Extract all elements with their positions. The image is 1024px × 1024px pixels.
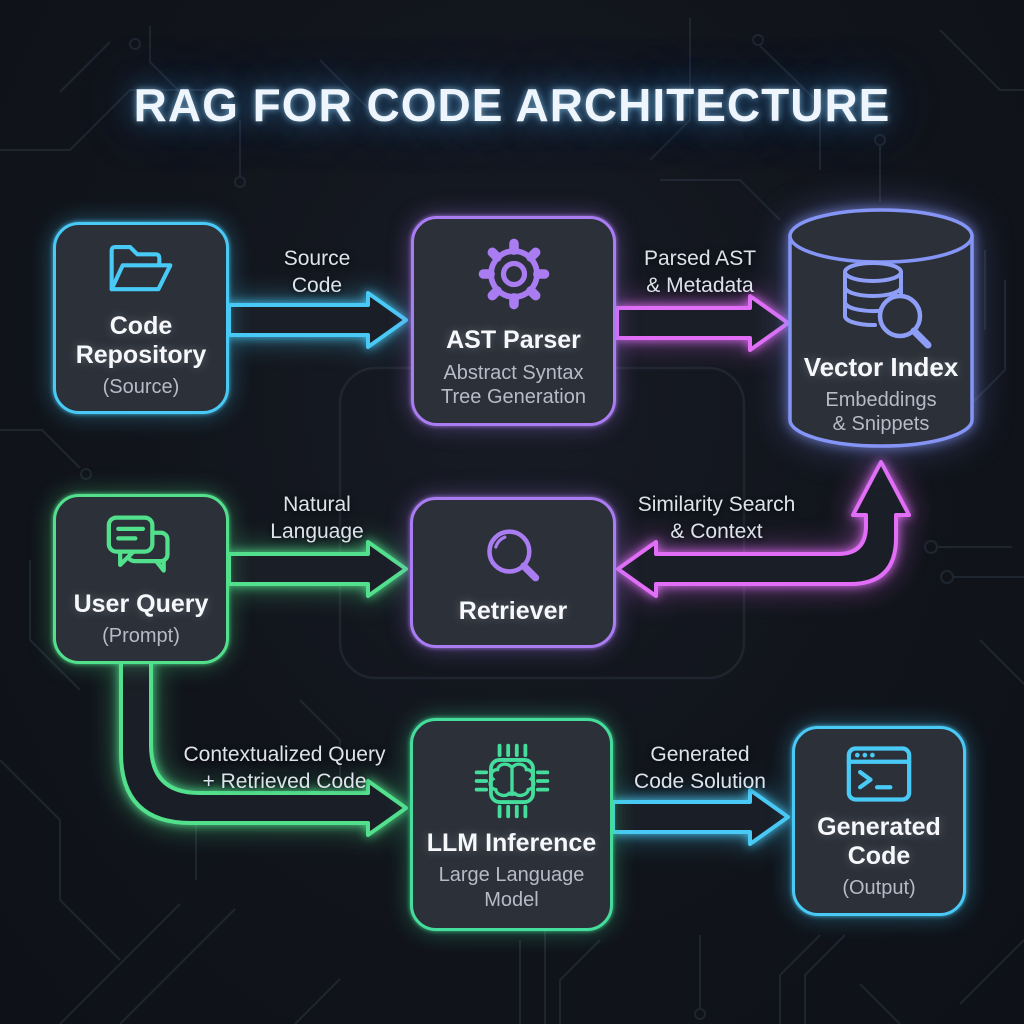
page-title: RAG FOR CODE ARCHITECTURE xyxy=(133,79,891,131)
edge-label-source-code: Source Code xyxy=(283,247,351,297)
cylinder-shape xyxy=(788,208,974,448)
node-subtitle: (Output) xyxy=(842,877,916,900)
node-retriever: Retriever xyxy=(410,497,616,648)
node-vector-index: Vector Index Embeddings & Snippets xyxy=(786,206,976,456)
chat-bubbles-icon xyxy=(106,514,170,573)
chip-brain-icon xyxy=(474,743,549,819)
node-subtitle: (Source) xyxy=(102,376,180,399)
node-title: Generated Code xyxy=(817,813,941,870)
node-title: AST Parser xyxy=(446,326,581,355)
node-title: User Query xyxy=(73,589,209,618)
node-subtitle: Large Language Model xyxy=(438,864,585,911)
node-user-query: User Query (Prompt) xyxy=(53,494,229,664)
node-title: Retriever xyxy=(458,597,568,626)
node-llm-inference: LLM Inference Large Language Model xyxy=(410,718,613,931)
edge-contextualized-query-arrow xyxy=(119,660,408,837)
magnifier-icon xyxy=(487,529,540,582)
edge-generated-solution-arrow xyxy=(611,788,790,846)
edge-label-parsed-ast: Parsed AST & Metadata xyxy=(643,247,757,297)
node-subtitle: Abstract Syntax Tree Generation xyxy=(441,361,586,409)
edge-label-similarity-search: Similarity Search & Context xyxy=(637,493,796,543)
node-code-repository: Code Repository (Source) xyxy=(53,222,229,414)
node-title: Code Repository xyxy=(75,312,207,369)
edge-source-code-arrow xyxy=(227,291,408,349)
node-title: LLM Inference xyxy=(426,828,597,857)
edge-label-natural-language: Natural Language xyxy=(270,493,364,543)
edge-label-generated-solution: Generated Code Solution xyxy=(634,743,766,793)
edge-similarity-search-arrow xyxy=(616,460,911,598)
node-ast-parser: AST Parser Abstract Syntax Tree Generati… xyxy=(411,216,616,426)
edge-label-contextualized-query: Contextualized Query + Retrieved Code xyxy=(183,743,386,793)
node-subtitle: (Prompt) xyxy=(102,625,180,648)
gear-icon xyxy=(478,239,549,310)
node-subtitle: Embeddings & Snippets xyxy=(825,389,937,436)
edge-natural-language-arrow xyxy=(227,540,408,598)
database-search-icon xyxy=(842,261,932,349)
folder-icon xyxy=(109,245,173,292)
node-generated-code: Generated Code (Output) xyxy=(792,726,966,916)
node-title: Vector Index xyxy=(803,352,959,382)
edge-parsed-ast-arrow xyxy=(615,294,790,352)
terminal-icon xyxy=(846,746,912,802)
circuit-traces xyxy=(0,18,1024,1024)
